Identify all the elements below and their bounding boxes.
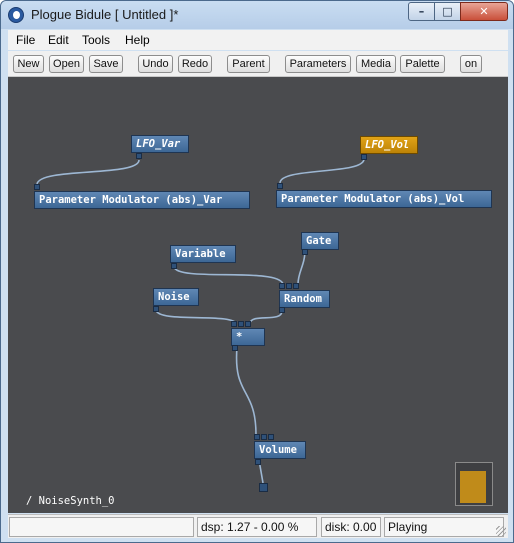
wire-multiply-to-volume[interactable] [235, 346, 257, 436]
node-gate[interactable]: Gate [301, 232, 339, 250]
open-button[interactable]: Open [49, 55, 84, 73]
node-param-mod-vol[interactable]: Parameter Modulator (abs)_Vol [276, 190, 492, 208]
parameters-button[interactable]: Parameters [285, 55, 351, 73]
node-variable-label: Variable [175, 248, 226, 260]
menu-help[interactable]: Help [125, 33, 150, 47]
port-lfo-var-out[interactable] [136, 153, 142, 159]
port-volume-in-2[interactable] [261, 434, 267, 440]
port-param-mod-vol-in[interactable] [277, 183, 283, 189]
media-button[interactable]: Media [356, 55, 396, 73]
status-bar: dsp: 1.27 - 0.00 % disk: 0.00 % Playing [8, 514, 508, 538]
port-random-out[interactable] [279, 307, 285, 313]
parent-button[interactable]: Parent [227, 55, 270, 73]
node-random[interactable]: Random [279, 290, 330, 308]
resize-grip-icon[interactable] [496, 526, 506, 536]
new-button[interactable]: New [13, 55, 44, 73]
menu-tools[interactable]: Tools [82, 33, 111, 47]
minimap-viewport[interactable] [460, 471, 486, 503]
port-multiply-in-2[interactable] [238, 321, 244, 327]
node-lfo-var-label: LFO_Var [136, 138, 181, 150]
close-button[interactable]: ✕ [460, 2, 508, 21]
toolbar: New Open Save Undo Redo Parent Parameter… [8, 51, 508, 77]
node-volume[interactable]: Volume [254, 441, 306, 459]
port-multiply-in-3[interactable] [245, 321, 251, 327]
disk-status: disk: 0.00 % [321, 517, 381, 537]
node-variable[interactable]: Variable [170, 245, 236, 263]
port-random-in-1[interactable] [279, 283, 285, 289]
port-volume-in-1[interactable] [254, 434, 260, 440]
wire-lfo-vol-to-param-mod-vol[interactable] [279, 158, 365, 184]
title-bar[interactable]: Plogue Bidule [ Untitled ]* – □ ✕ [1, 1, 513, 29]
node-random-label: Random [284, 293, 322, 305]
node-param-mod-vol-label: Parameter Modulator (abs)_Vol [281, 193, 465, 205]
node-param-mod-var-label: Parameter Modulator (abs)_Var [39, 194, 223, 206]
menu-file[interactable]: File [16, 33, 36, 47]
port-lfo-vol-out[interactable] [361, 154, 367, 160]
node-lfo-vol[interactable]: LFO_Vol [360, 136, 418, 154]
wire-random-to-multiply[interactable] [249, 310, 283, 324]
undo-button[interactable]: Undo [138, 55, 173, 73]
port-multiply-in-1[interactable] [231, 321, 237, 327]
port-random-in-2[interactable] [286, 283, 292, 289]
node-multiply[interactable]: * [231, 328, 265, 346]
redo-button[interactable]: Redo [178, 55, 212, 73]
patch-path-label: / NoiseSynth_0 [26, 495, 115, 507]
port-noise-out[interactable] [153, 306, 159, 312]
navigator-minimap[interactable] [455, 462, 493, 506]
node-lfo-vol-label: LFO_Vol [365, 139, 410, 151]
node-volume-label: Volume [259, 444, 297, 456]
plogue-app-icon[interactable] [8, 7, 24, 23]
menu-bar: File Edit Tools Help [8, 30, 508, 50]
port-multiply-out[interactable] [232, 345, 238, 351]
on-toggle-button[interactable]: on [460, 55, 482, 73]
save-button[interactable]: Save [89, 55, 123, 73]
wire-gate-to-random[interactable] [297, 249, 306, 285]
wire-noise-to-multiply[interactable] [155, 309, 237, 324]
maximize-button[interactable]: □ [434, 2, 461, 21]
output-endpoint[interactable] [259, 483, 268, 492]
node-noise[interactable]: Noise [153, 288, 199, 306]
port-param-mod-var-in[interactable] [34, 184, 40, 190]
palette-button[interactable]: Palette [400, 55, 445, 73]
port-random-in-3[interactable] [293, 283, 299, 289]
window-title: Plogue Bidule [ Untitled ]* [31, 7, 179, 22]
node-param-mod-var[interactable]: Parameter Modulator (abs)_Var [34, 191, 250, 209]
port-gate-out[interactable] [302, 249, 308, 255]
dsp-status: dsp: 1.27 - 0.00 % [197, 517, 317, 537]
port-volume-out[interactable] [255, 459, 261, 465]
status-message-field [9, 517, 194, 537]
playback-status: Playing [384, 517, 504, 537]
wire-lfo-var-to-param-mod-var[interactable] [36, 159, 140, 185]
node-lfo-var[interactable]: LFO_Var [131, 135, 189, 153]
node-multiply-label: * [236, 331, 243, 343]
wire-layer [36, 158, 365, 484]
menu-edit[interactable]: Edit [48, 33, 69, 47]
port-volume-in-3[interactable] [268, 434, 274, 440]
port-variable-out[interactable] [171, 263, 177, 269]
minimize-button[interactable]: – [408, 2, 435, 21]
patch-canvas[interactable]: LFO_Var LFO_Vol Parameter Modulator (abs… [8, 77, 508, 513]
wire-variable-to-random[interactable] [173, 266, 284, 285]
node-gate-label: Gate [306, 235, 332, 247]
node-noise-label: Noise [158, 291, 190, 303]
